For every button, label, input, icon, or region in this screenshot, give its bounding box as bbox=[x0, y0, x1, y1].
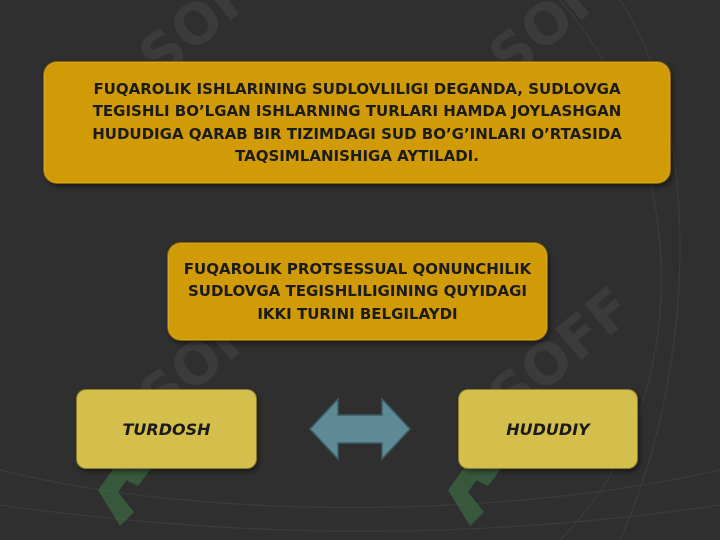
turdosh-box: TURDOSH bbox=[76, 389, 257, 469]
definition-text: FUQAROLIK ISHLARINING SUDLOVLILIGI DEGAN… bbox=[92, 79, 622, 166]
turdosh-label: TURDOSH bbox=[122, 419, 211, 439]
hududiy-label: HUDUDIY bbox=[506, 419, 590, 439]
classification-box: FUQAROLIK PROTSESSUAL QONUNCHILIK SUDLOV… bbox=[167, 242, 548, 341]
classification-text: FUQAROLIK PROTSESSUAL QONUNCHILIK SUDLOV… bbox=[183, 259, 532, 323]
double-arrow-icon bbox=[308, 397, 412, 461]
definition-box: FUQAROLIK ISHLARINING SUDLOVLILIGI DEGAN… bbox=[43, 61, 671, 184]
hududiy-box: HUDUDIY bbox=[458, 389, 638, 469]
